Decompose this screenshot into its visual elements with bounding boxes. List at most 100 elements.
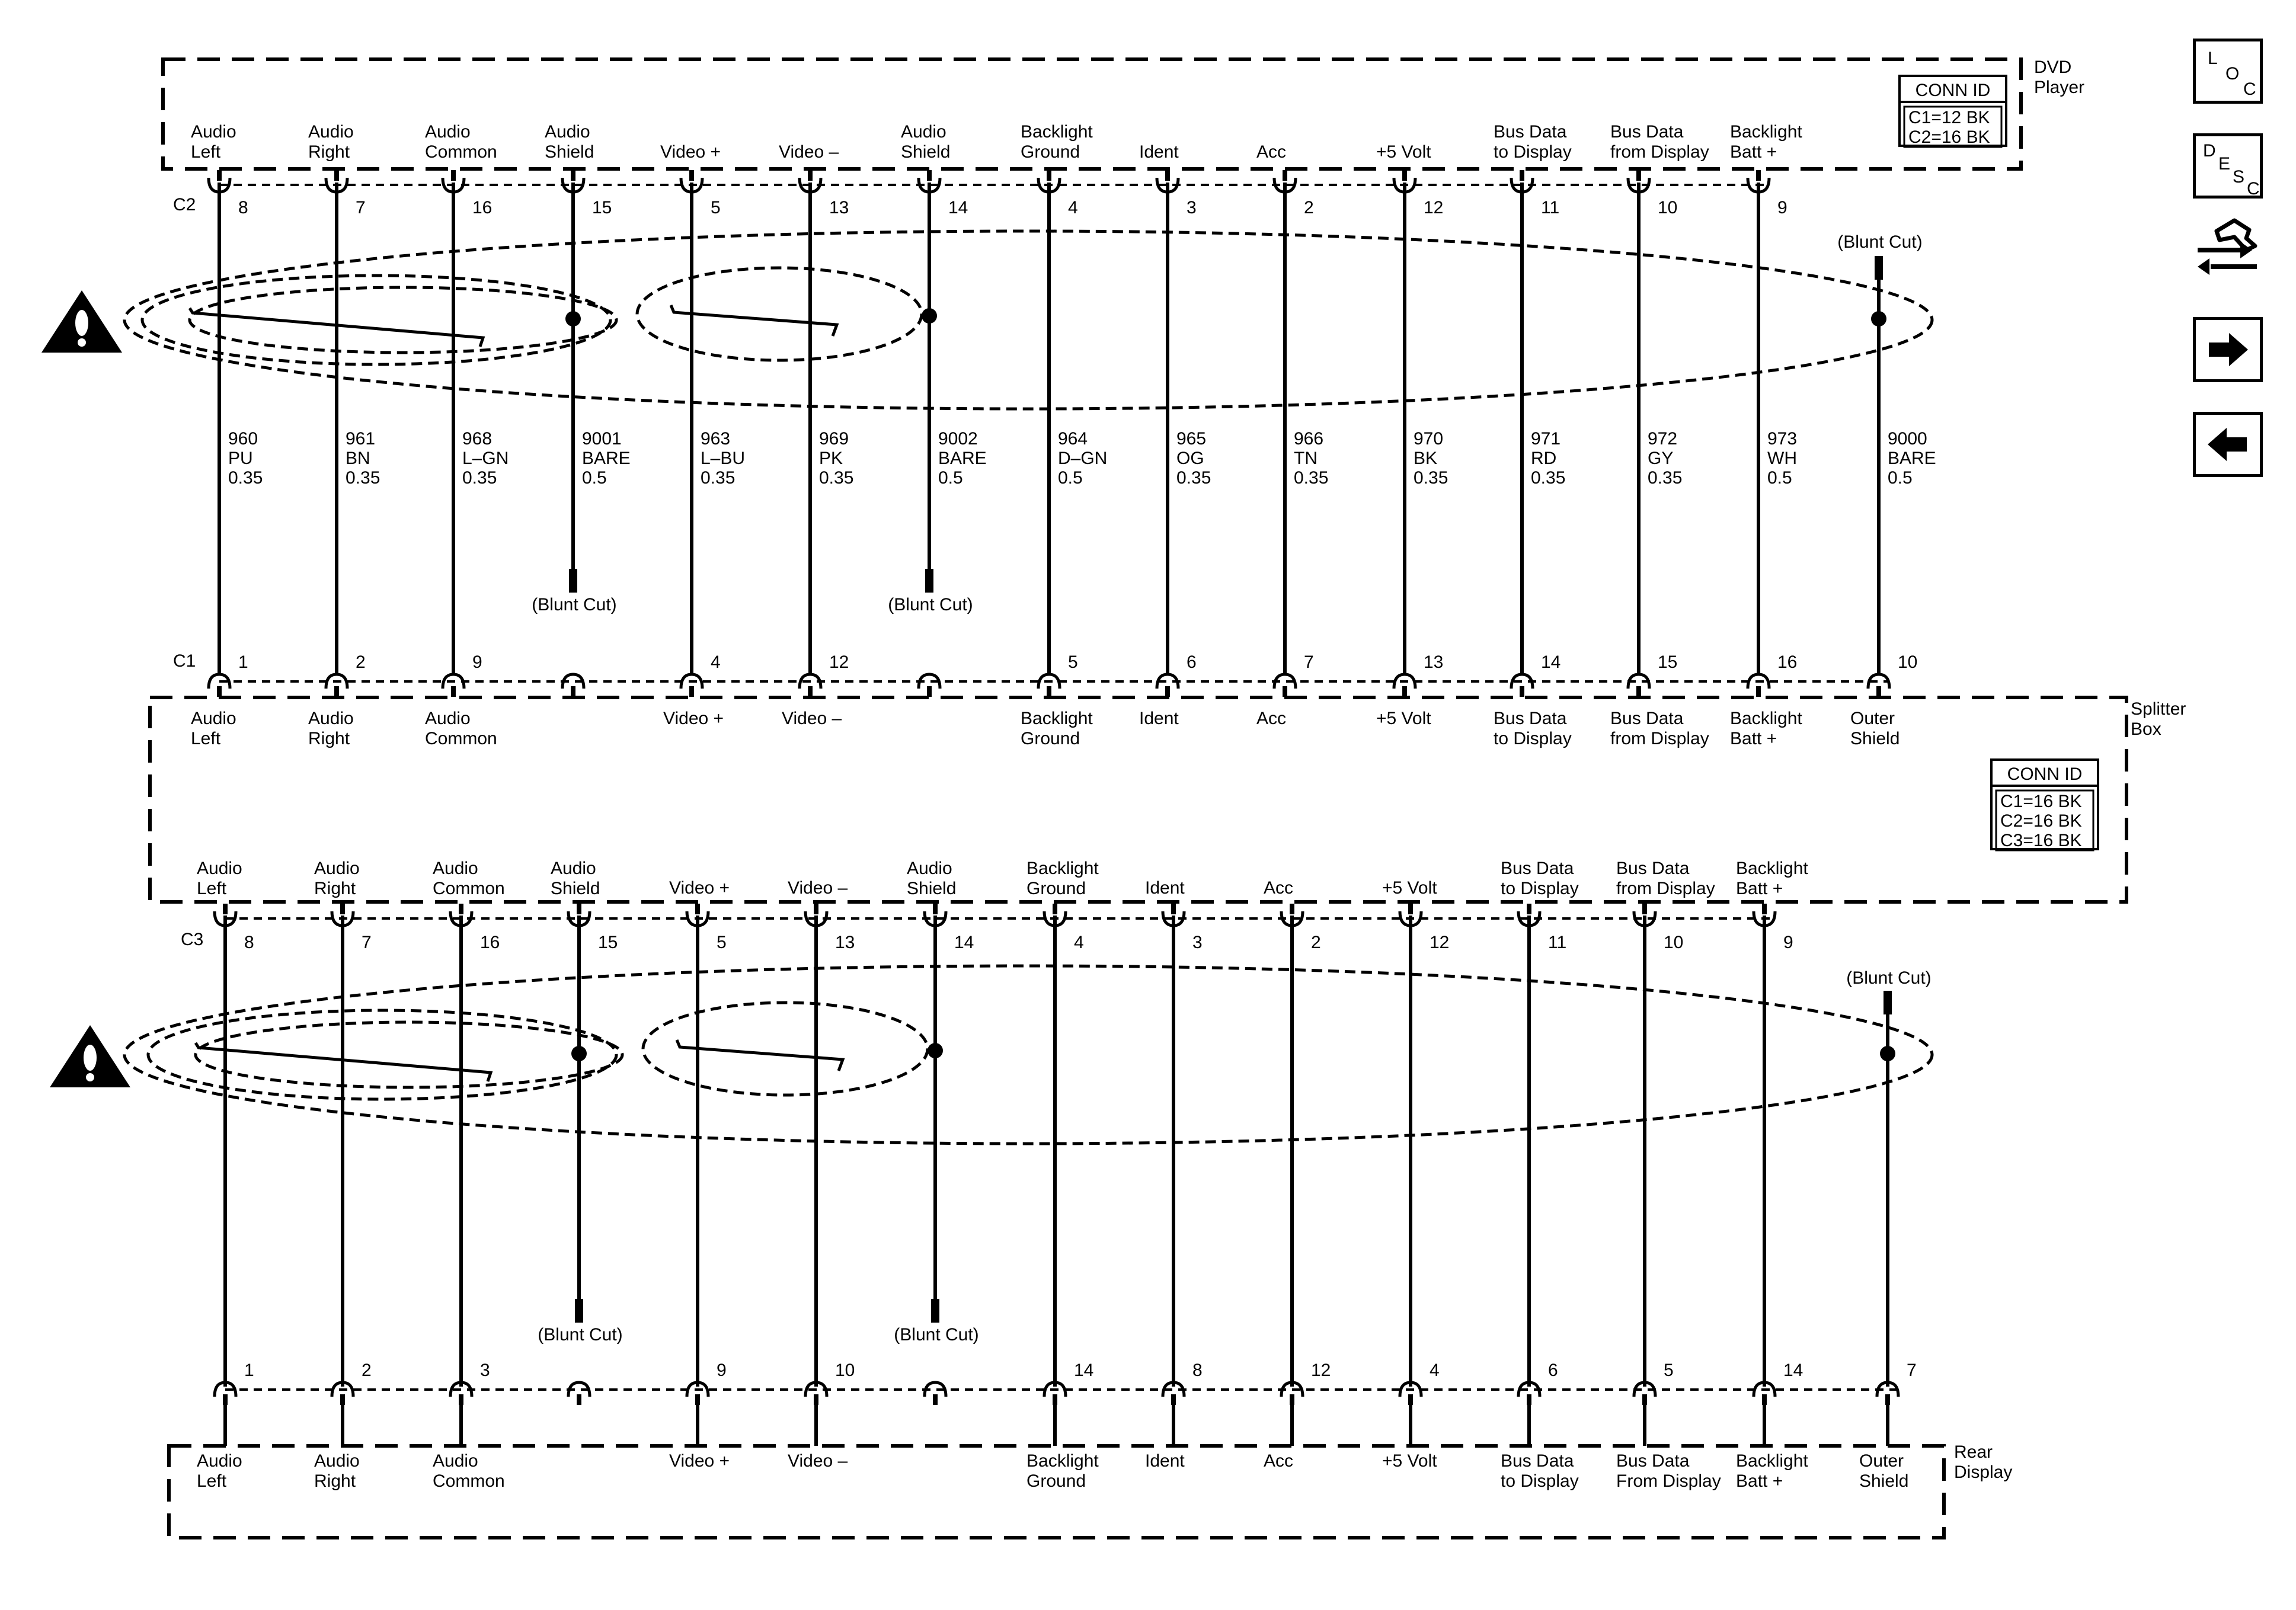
splitter-c1-terminal (679, 673, 704, 689)
wire-circuit-number: 969 (819, 429, 849, 449)
desc-letter-e: E (2218, 154, 2231, 174)
rear-conn-terminal (1632, 1381, 1657, 1397)
splitter-c3-terminal-stub (340, 904, 345, 914)
desc-letter-s: S (2233, 167, 2245, 187)
splitter-c3-pin-label: Acc (1264, 878, 1293, 898)
splitter-c1-pin-number: 6 (1187, 652, 1197, 672)
splitter-c1-terminal (207, 673, 232, 689)
splitter-c1-pin-number: 16 (1777, 652, 1797, 672)
splitter-conn-id-frame (1990, 758, 2099, 850)
wire-circuit-number: 9001 (582, 429, 622, 449)
splitter-c3-pin-number: 12 (1430, 933, 1449, 952)
rear-conn-terminal (923, 1381, 948, 1397)
splitter-c1-terminal-stub (571, 686, 575, 697)
wire-circuit-number: 9000 (1888, 429, 1927, 449)
dvd-c2-terminal-stub (927, 170, 932, 181)
dvd-c2-terminal (679, 177, 704, 194)
rear-conn-terminal (330, 1381, 355, 1397)
wire-gauge: 0.35 (1648, 468, 1682, 488)
splitter-c1-terminal-stub (1756, 686, 1761, 697)
splitter-c1-terminal-stub (334, 686, 339, 697)
splitter-c1-terminal (441, 673, 466, 689)
splitter-c1-pin-label: Ident (1139, 709, 1179, 728)
wire-circuit-number: 961 (346, 429, 375, 449)
wire-color: L–GN (462, 449, 509, 468)
wire-circuit-number: 966 (1294, 429, 1323, 449)
dvd-pin-label: Video + (660, 142, 721, 162)
splitter-c3-terminal-stub (1290, 904, 1294, 914)
wire-color: BARE (582, 449, 631, 468)
rear-display-box (167, 1444, 1946, 1539)
rear-conn-terminal (1875, 1381, 1900, 1397)
splitter-c1-terminal-stub (1047, 686, 1051, 697)
blunt-cut-end (1884, 991, 1892, 1014)
rear-pin-label: Ident (1145, 1451, 1185, 1471)
rear-pin-label: Acc (1264, 1451, 1293, 1471)
rear-conn-terminal-stub (577, 1394, 581, 1405)
splitter-c3-terminal (1752, 911, 1777, 927)
next-button[interactable] (2193, 317, 2263, 382)
splitter-c1-pin-number: 13 (1424, 652, 1443, 672)
splitter-c1-terminal (1746, 673, 1771, 689)
dvd-pin-number: 16 (472, 198, 492, 217)
dvd-conn-id-frame (1898, 75, 2007, 147)
splitter-c3-pin-number: 15 (598, 933, 618, 952)
dvd-conn-id-title: CONN ID (1916, 81, 1991, 100)
splitter-c3-terminal (330, 911, 355, 927)
splitter-c3-terminal (923, 911, 948, 927)
wrench-connector-button[interactable] (2193, 213, 2263, 279)
wire-gauge: 0.5 (938, 468, 963, 488)
splitter-conn-id-line: C2=16 BK (2000, 811, 2082, 831)
wire-color: BARE (1888, 449, 1936, 468)
splitter-c3-pin-label: Video – (788, 878, 848, 898)
wire-color: WH (1767, 449, 1797, 468)
wire-circuit-number: 9002 (938, 429, 978, 449)
location-button[interactable]: L O C (2193, 39, 2263, 104)
top-video-twist (669, 305, 839, 337)
dvd-pin-number: 5 (711, 198, 721, 217)
dvd-c2-terminal-stub (334, 170, 339, 181)
wire-circuit-number: 972 (1648, 429, 1677, 449)
wire-circuit-number: 970 (1414, 429, 1443, 449)
top-audio-shield-inner (188, 286, 618, 354)
wire-circuit-number: 971 (1531, 429, 1560, 449)
dvd-c2-terminal (207, 177, 232, 194)
splitter-c1-terminal (798, 673, 823, 689)
splitter-c1-pin-number: 14 (1541, 652, 1560, 672)
wire-gauge: 0.35 (701, 468, 735, 488)
wire-circuit-number: 968 (462, 429, 492, 449)
splitter-c1-pin-label: Acc (1256, 709, 1286, 728)
description-button[interactable]: D E S C (2193, 133, 2263, 199)
splitter-c1-terminal (1626, 673, 1651, 689)
splitter-c3-pin-number: 3 (1192, 933, 1203, 952)
wire-color: D–GN (1058, 449, 1107, 468)
blunt-cut-label: (Blunt Cut) (888, 595, 973, 614)
splitter-c3-terminal-stub (577, 904, 581, 914)
wire-gauge: 0.35 (1531, 468, 1565, 488)
splitter-c1-pin-label: +5 Volt (1376, 709, 1431, 728)
splitter-c1-terminal (1392, 673, 1417, 689)
rear-conn-terminal (213, 1381, 238, 1397)
bot-outer-shield (123, 964, 1934, 1145)
blunt-cut-label: (Blunt Cut) (894, 1325, 978, 1345)
blunt-cut-end (1875, 256, 1883, 280)
splitter-c1-pin-number: 2 (356, 652, 366, 672)
splitter-c3-terminal (1398, 911, 1423, 927)
previous-button[interactable] (2193, 412, 2263, 477)
wire-circuit-number: 960 (228, 429, 258, 449)
component-boxes (148, 57, 2128, 1539)
splitter-c1-terminal-stub (451, 686, 456, 697)
shield-groups (41, 229, 1934, 1145)
splitter-c1-pin-number: 1 (238, 652, 248, 672)
